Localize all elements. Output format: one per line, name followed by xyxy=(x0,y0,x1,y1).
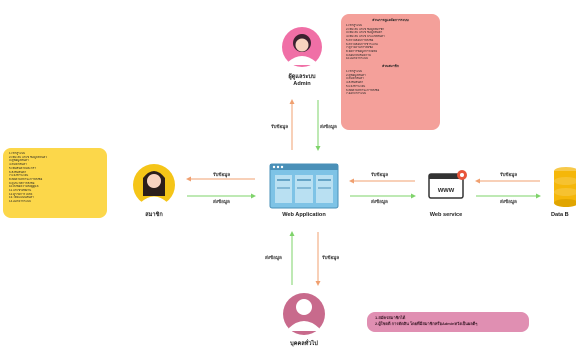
member-avatar-icon xyxy=(133,164,175,206)
admin-avatar-icon xyxy=(282,27,322,67)
edge-label-receive: รับข้อมูล xyxy=(271,124,289,129)
admin-note-line: 5.ตรวจสอบการสั่งซื้อ xyxy=(346,38,374,42)
edge-label-send: ส่งข้อมูล xyxy=(213,199,230,204)
admin-note-line: 2.เพิ่ม ลบ แก้ไข ข้อมูลสมาชิก xyxy=(346,27,385,31)
member-note-line: 1.เข้าสู่ระบบ xyxy=(9,152,26,155)
member-note-line: 2.เพิ่ม ลบ แก้ไข ข้อมูลส่วนตัว xyxy=(9,155,47,159)
member-title: สมาชิก xyxy=(145,212,163,218)
member-note-line: 8.ติดตามสถานะการสั่งซื้อ xyxy=(9,177,43,181)
guest-title: บุคคลทั่วไป xyxy=(290,341,318,347)
edge-label-send: ส่งข้อมูล xyxy=(320,124,337,129)
database-icon xyxy=(554,167,576,207)
admin-note-subtitle: ส่วนสมาชิก xyxy=(382,64,399,69)
admin-note-line: 8.จัดการข้อมูลการจัดส่ง xyxy=(346,49,378,53)
admin-note-line: 1.เข้าสู่ระบบ xyxy=(346,70,363,74)
guest-note-line: 2.ผู้ใชดดี การตัดสิน โดยที่มีสมาชิกหรือA… xyxy=(375,321,478,326)
member-note-line: 13.ให้คะแนนสินค้า xyxy=(9,196,34,200)
member-note-line: 4.ค้นหาสินค้า xyxy=(9,163,27,167)
member-note-line: 10.ส่งข้อความถึงผู้ดูแล xyxy=(9,185,39,189)
guest-note: 1.สมัครสมาชิกได้ 2.ผู้ใชดดี การตัดสิน โด… xyxy=(367,312,529,332)
member-note-line: 12.ดูรายการโปรด xyxy=(9,192,33,196)
browser-window-icon xyxy=(269,163,339,209)
admin-note-line: 5.แจ้งชำระเงิน xyxy=(346,84,366,88)
guest-avatar-icon xyxy=(283,293,325,335)
admin-caption: ผู้ดูแลระบบ Admin xyxy=(272,73,332,87)
admin-note-line: 4.เพิ่ม ลบ แก้ไข ประเภทสินค้า xyxy=(346,35,385,39)
admin-subtitle: Admin xyxy=(293,81,311,87)
svg-text:www: www xyxy=(437,187,455,194)
webservice-title: Web service xyxy=(429,212,463,218)
member-note-line: 3.ดูข้อมูลสินค้า xyxy=(9,159,29,163)
admin-note-line: 9.ตอบกลับข้อความ xyxy=(346,53,371,57)
admin-note-line: 7.ออกจากระบบ xyxy=(346,92,367,96)
admin-note-line: 7.ดูรายงานการสั่งซื้อ xyxy=(346,46,373,50)
admin-note-line: 4.สั่งซื้อสินค้า xyxy=(346,81,364,85)
admin-note-line: 6.ตรวจสอบการชำระเงิน xyxy=(346,42,378,46)
admin-note-line: 6.ติดตามสถานะการสั่งซื้อ xyxy=(346,88,380,92)
edge-label-send: ส่งข้อมูล xyxy=(265,255,282,260)
edge-label-receive: รับข้อมูล xyxy=(322,255,340,260)
edge-label-send: ส่งข้อมูล xyxy=(371,199,388,204)
admin-note-line: 2.ดูข้อมูลสินค้า xyxy=(346,73,366,77)
member-note-line: 7.แจ้งชำระเงิน xyxy=(9,174,29,178)
member-note-line: 11.แก้ไขรหัสผ่าน xyxy=(9,189,32,193)
edge-label-send: ส่งข้อมูล xyxy=(500,199,517,204)
member-note-line: 6.สั่งซื้อสินค้า xyxy=(9,170,27,174)
member-note-line: 5.เพิ่มสินค้าลงตะกร้า xyxy=(9,166,37,170)
web-service-icon: www xyxy=(428,170,467,199)
member-note: 1.เข้าสู่ระบบ 2.เพิ่ม ลบ แก้ไข ข้อมูลส่ว… xyxy=(3,148,107,218)
admin-note-title: ส่วนการดูแลจัดการระบบ xyxy=(372,18,409,22)
admin-title: ผู้ดูแลระบบ xyxy=(288,74,316,80)
edge-label-receive: รับข้อมูล xyxy=(500,172,518,177)
edge-label-receive: รับข้อมูล xyxy=(213,172,231,177)
database-title: Data B xyxy=(551,212,569,218)
admin-note-line: 3.เพิ่ม ลบ แก้ไข ข้อมูลสินค้า xyxy=(346,31,383,35)
member-note-line: 14.ออกจากระบบ xyxy=(9,200,31,204)
webapp-title: Web Application xyxy=(282,212,326,218)
admin-note-line: 1.เข้าสู่ระบบ xyxy=(346,24,363,27)
edge-label-receive: รับข้อมูล xyxy=(371,172,389,177)
guest-note-line: 1.สมัครสมาชิกได้ xyxy=(375,315,406,320)
admin-note: ส่วนการดูแลจัดการระบบ 1.เข้าสู่ระบบ 2.เพ… xyxy=(341,14,440,130)
admin-note-line: 3.ค้นหาสินค้า xyxy=(346,77,364,81)
member-note-line: 9.ดูประวัติการสั่งซื้อ xyxy=(9,181,35,185)
admin-note-line: 10.ออกจากระบบ xyxy=(346,57,368,61)
